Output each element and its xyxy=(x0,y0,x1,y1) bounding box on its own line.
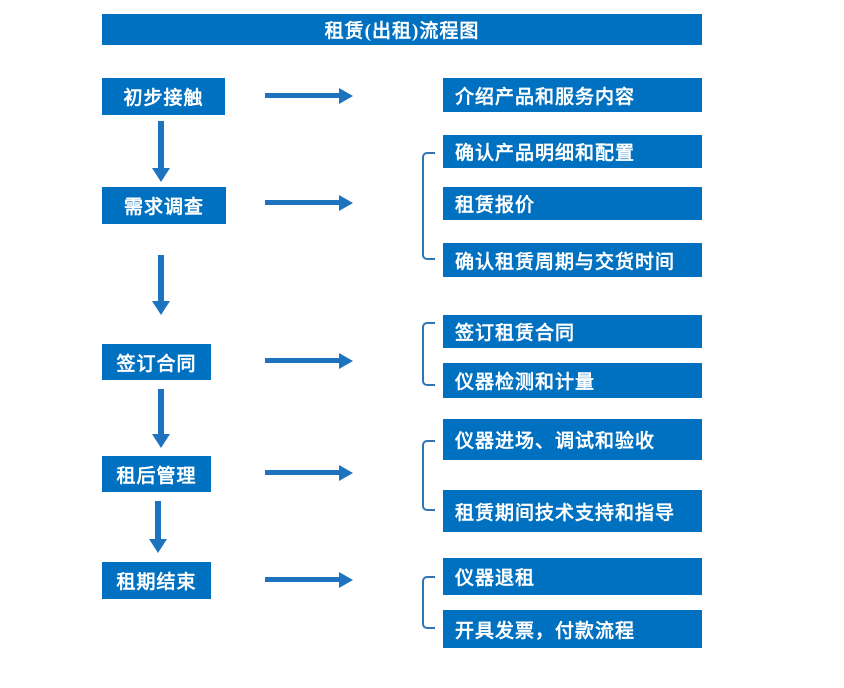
output-box: 租赁报价 xyxy=(443,187,702,220)
arrow-down-icon xyxy=(155,501,161,539)
output-box: 介绍产品和服务内容 xyxy=(443,78,702,112)
group-bracket xyxy=(422,440,435,511)
group-bracket xyxy=(422,322,435,386)
group-bracket xyxy=(422,576,435,629)
step-box-sign-contract: 签订合同 xyxy=(102,344,211,380)
step-box-initial-contact: 初步接触 xyxy=(102,78,225,115)
arrow-right-icon xyxy=(265,93,339,98)
output-box: 确认产品明细和配置 xyxy=(443,135,702,168)
step-box-rental-end: 租期结束 xyxy=(102,562,211,599)
arrow-down-icon xyxy=(158,121,164,168)
group-bracket xyxy=(422,152,435,260)
flowchart-title: 租赁(出租)流程图 xyxy=(102,14,702,45)
output-box: 签订租赁合同 xyxy=(443,315,702,348)
output-box: 租赁期间技术支持和指导 xyxy=(443,490,702,532)
output-box: 仪器检测和计量 xyxy=(443,363,702,398)
arrow-right-icon xyxy=(265,470,339,475)
step-box-post-rental-management: 租后管理 xyxy=(102,456,211,492)
output-box: 确认租赁周期与交货时间 xyxy=(443,243,702,277)
arrow-down-icon xyxy=(158,255,164,301)
output-box: 开具发票，付款流程 xyxy=(443,610,702,648)
arrow-right-icon xyxy=(265,358,339,363)
arrow-down-icon xyxy=(158,389,164,434)
step-box-demand-survey: 需求调查 xyxy=(102,187,226,224)
output-box: 仪器进场、调试和验收 xyxy=(443,419,702,460)
arrow-right-icon xyxy=(265,577,339,582)
arrow-right-icon xyxy=(265,200,339,205)
output-box: 仪器退租 xyxy=(443,558,702,595)
